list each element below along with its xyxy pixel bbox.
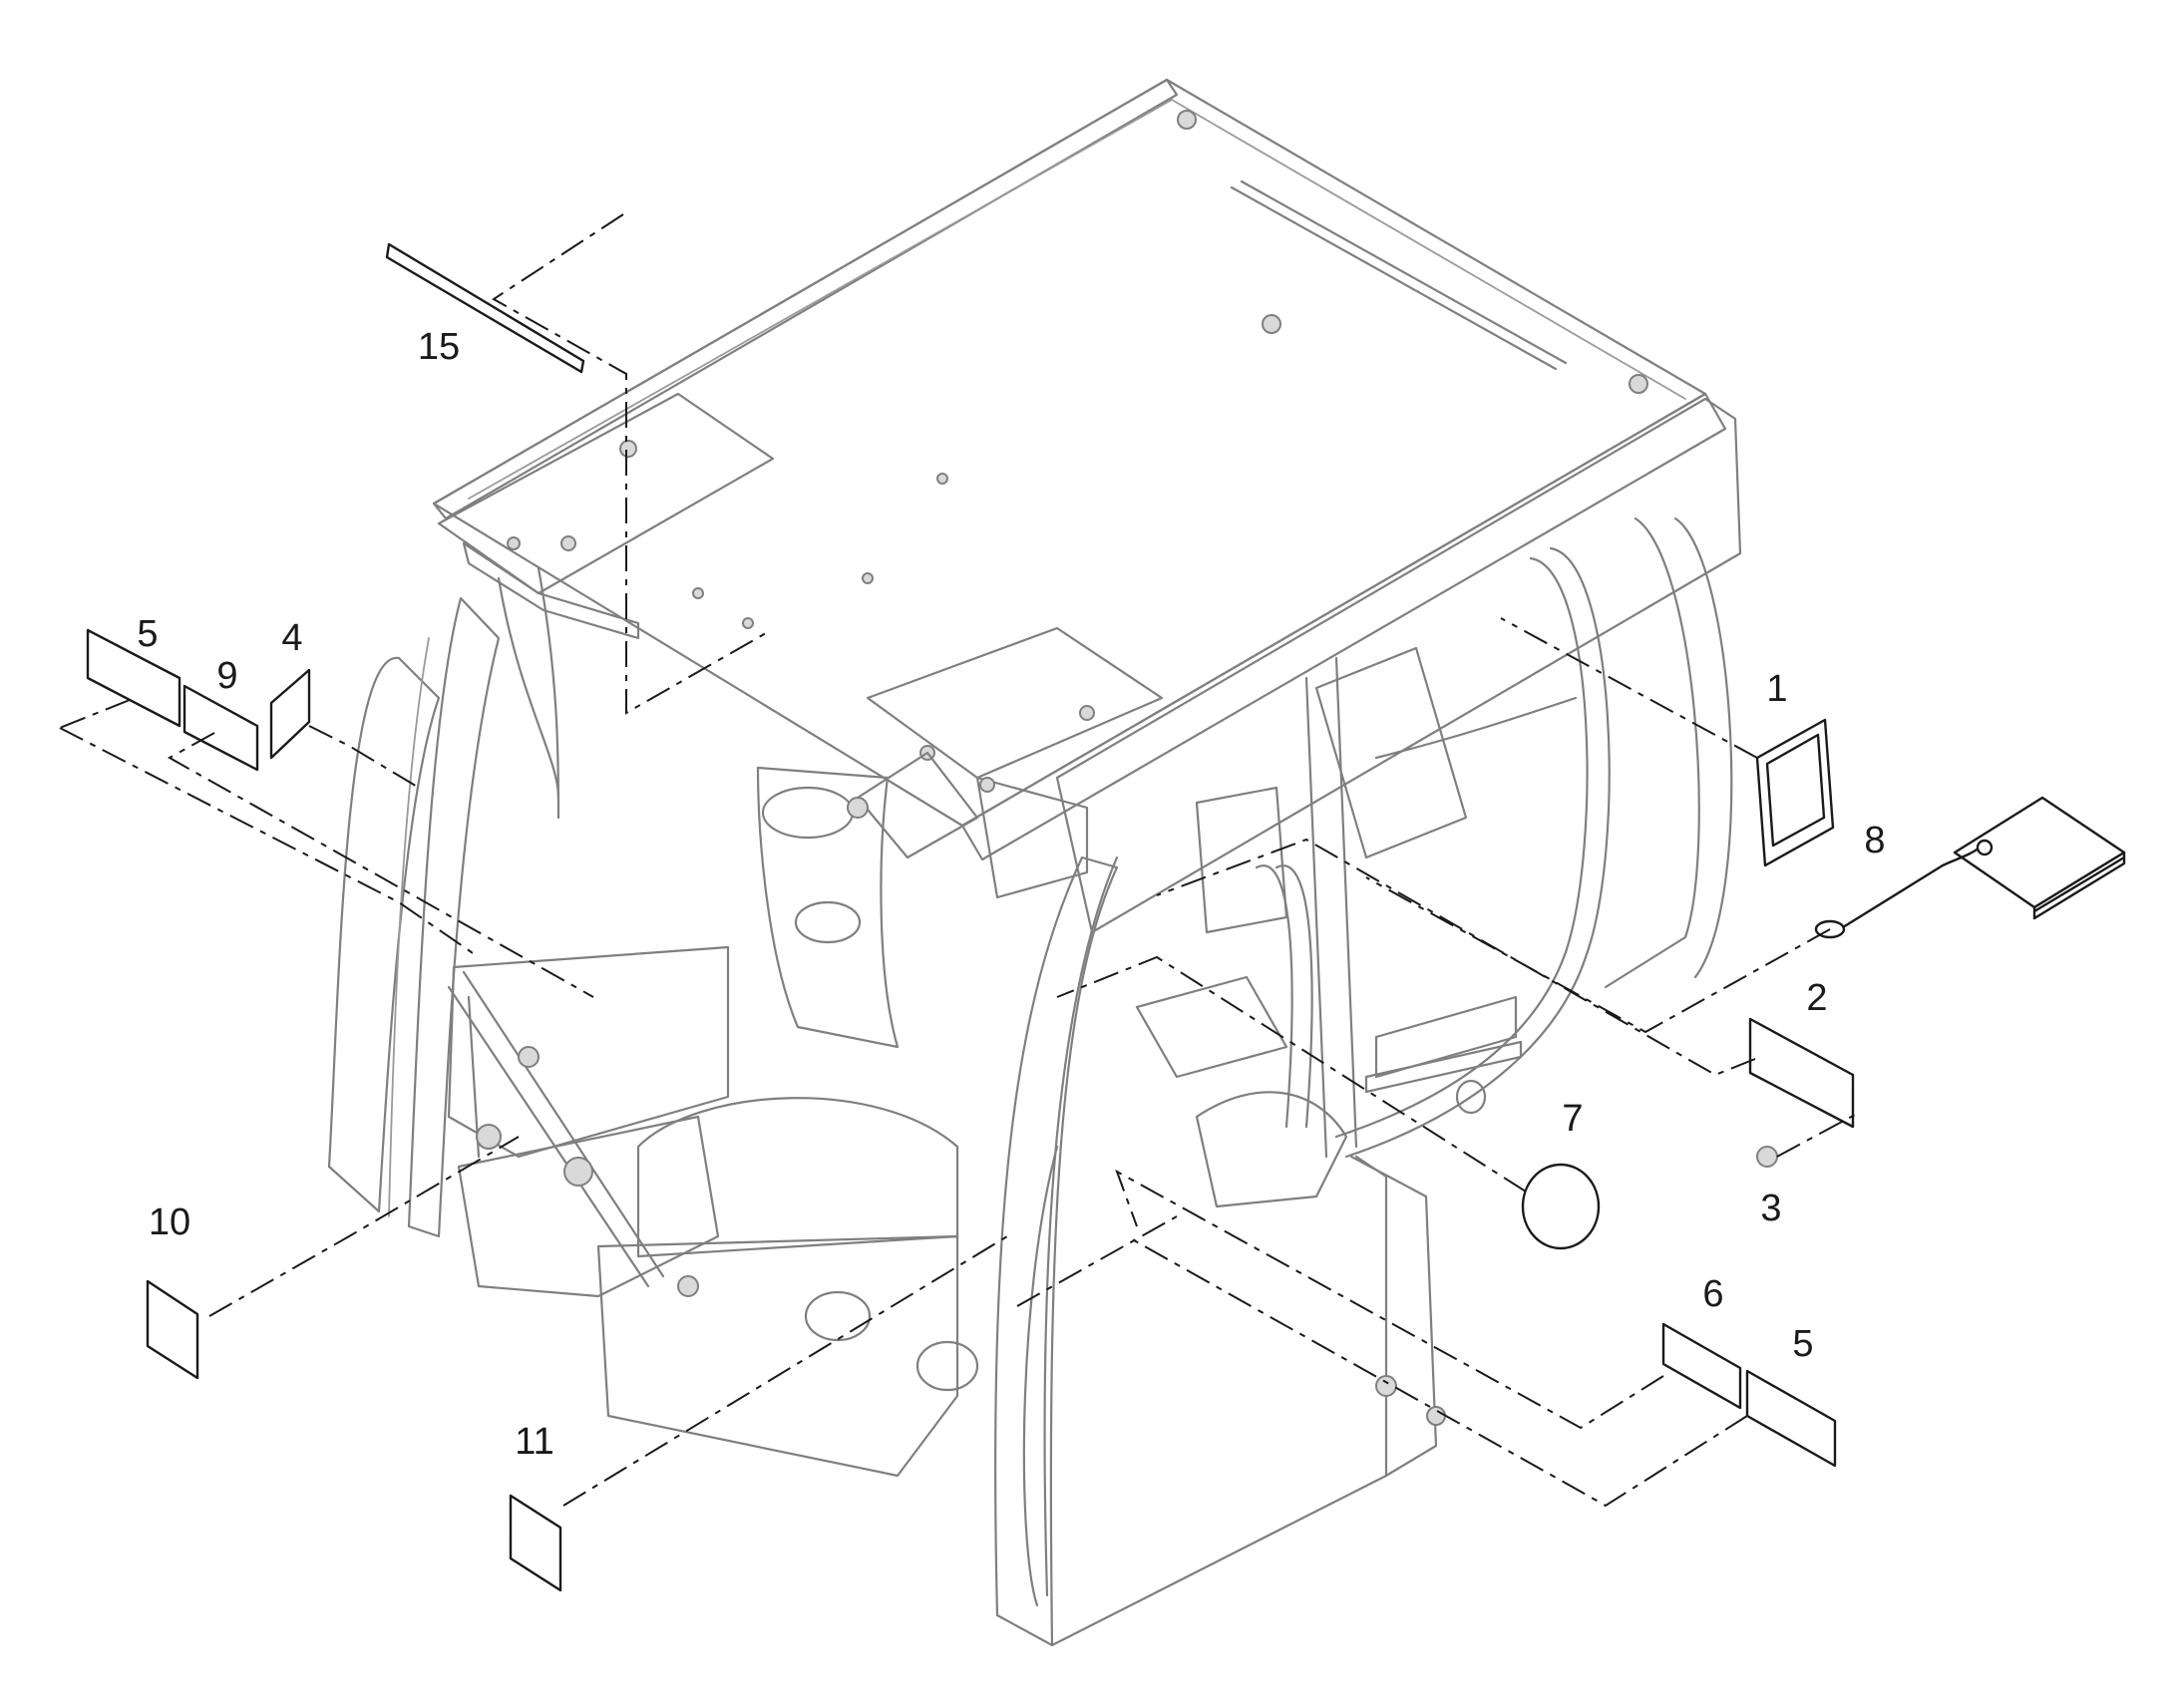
part-11-decal	[509, 1494, 562, 1592]
part-8-manual	[1814, 796, 2126, 939]
cab-interior	[596, 646, 1578, 1478]
callout-3: 3	[1760, 1188, 1781, 1229]
part-9-decal	[182, 684, 259, 772]
cab-roof	[432, 78, 1742, 934]
callout-15: 15	[418, 326, 460, 368]
callout-10: 10	[149, 1201, 190, 1243]
part-5-decal-left	[86, 628, 182, 728]
callout-6: 6	[1702, 1273, 1723, 1315]
part-6-decal	[1661, 1322, 1742, 1410]
callout-5-left: 5	[137, 613, 158, 655]
callout-4: 4	[281, 617, 302, 659]
callout-7: 7	[1562, 1098, 1583, 1140]
callout-8: 8	[1864, 820, 1885, 861]
part-4-decal	[269, 668, 311, 760]
cab-left-pillar	[327, 566, 560, 1238]
callout-11: 11	[515, 1421, 553, 1463]
part-1-frame	[1755, 718, 1835, 867]
leader-lines	[59, 213, 1856, 1508]
part-7-circle	[1521, 1163, 1601, 1250]
part-15-strip	[385, 242, 585, 374]
cab-right-pillar	[994, 656, 1446, 1647]
cab-illustration	[327, 78, 1742, 1647]
part-10-decal	[146, 1279, 199, 1380]
part-5-decal-right	[1745, 1369, 1837, 1468]
part-2-plate	[1748, 1017, 1855, 1129]
callout-labels: 15 5 9 4 1 8 2 3 7 10 6 5 11	[137, 326, 1885, 1463]
callout-1: 1	[1766, 668, 1787, 710]
callout-9: 9	[216, 655, 237, 697]
callout-2: 2	[1806, 977, 1827, 1019]
callout-5-right: 5	[1792, 1323, 1813, 1365]
part-3-screw	[1756, 1146, 1778, 1168]
cab-rear-frame	[447, 945, 730, 1298]
part-shapes	[86, 242, 2126, 1592]
cab-side-window	[1334, 516, 1733, 1159]
